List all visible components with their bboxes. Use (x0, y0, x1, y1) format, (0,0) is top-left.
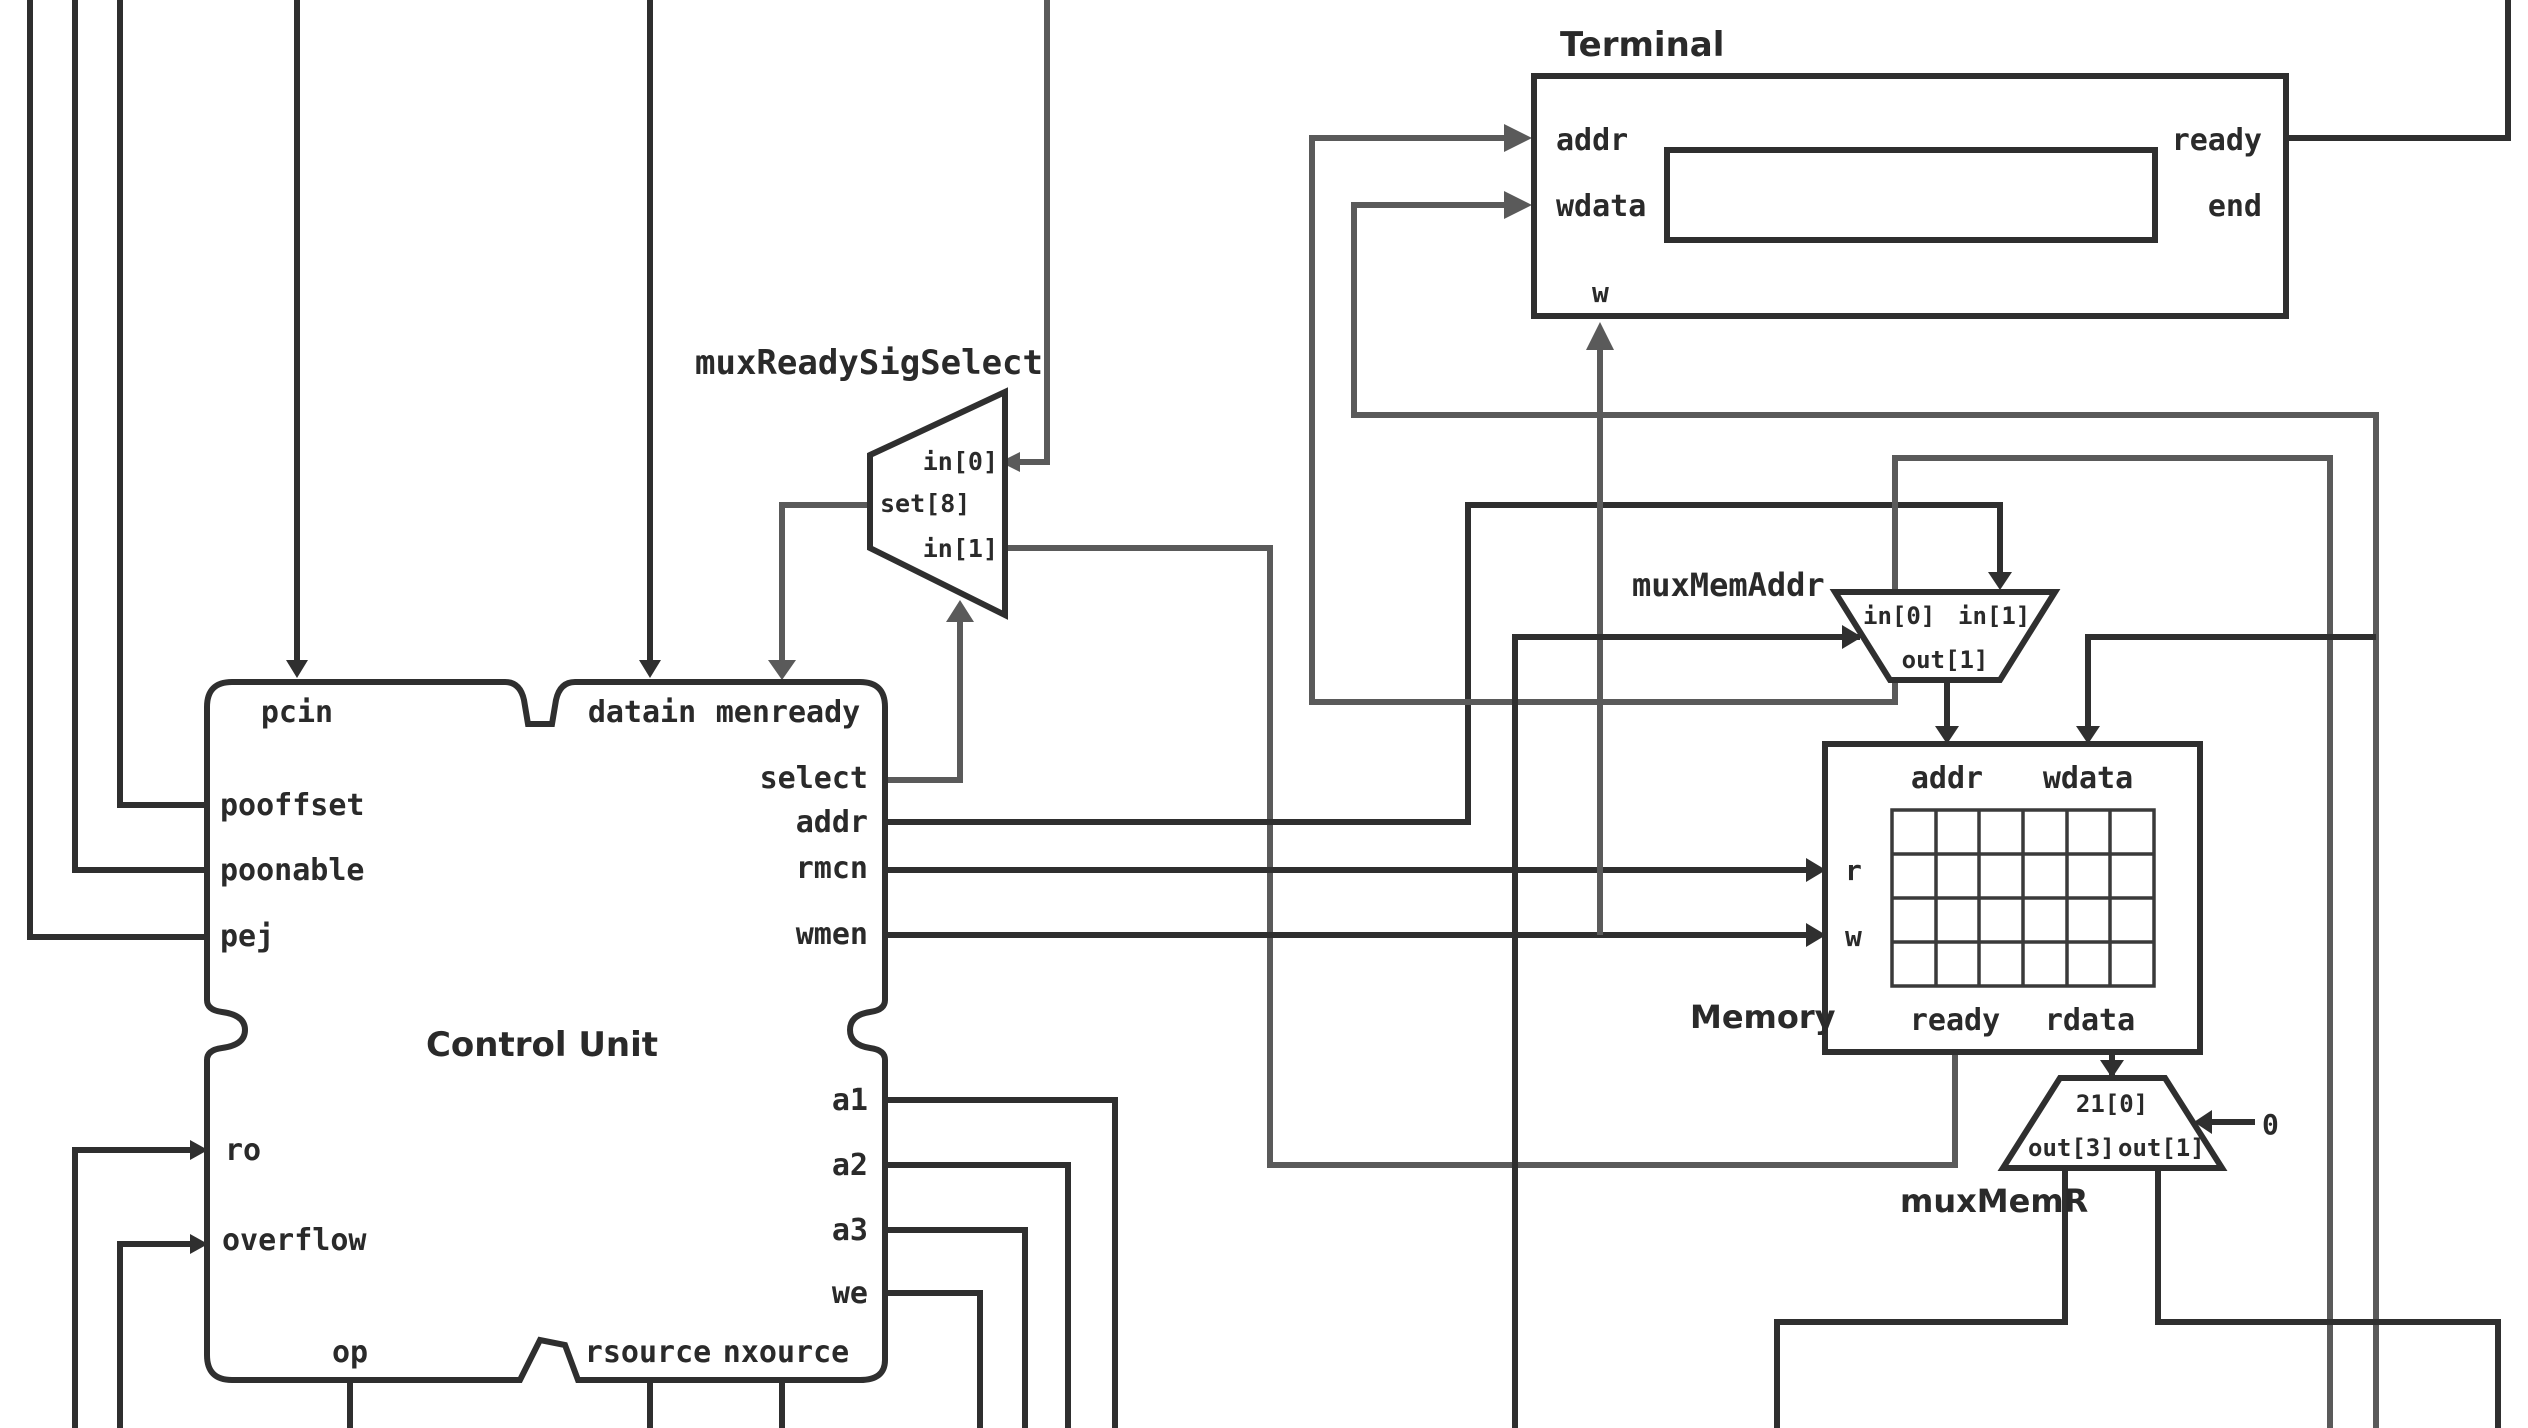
wire-ro (72, 1147, 190, 1428)
mux-ready-port-in1: in[1] (923, 534, 998, 563)
terminal-port-addr: addr (1556, 123, 1628, 158)
arrow-mem-w (1806, 923, 1826, 947)
terminal-port-end: end (2208, 189, 2262, 224)
mux-mem-r-port-out1: out[1] (2118, 1134, 2205, 1162)
mux-mem-r-port-out3: out[3] (2028, 1134, 2115, 1162)
memory-port-rdata: rdata (2045, 1003, 2135, 1038)
wire-mux-r-out1 (2155, 1168, 2501, 1428)
memory-grid (1890, 808, 2156, 988)
wire-terminal-wdata (1351, 202, 2379, 1428)
control-unit-shape (204, 679, 888, 1383)
cu-port-op: op (332, 1335, 368, 1370)
memory-port-ready: ready (1910, 1003, 2000, 1038)
wire-mem-wdata (2085, 634, 2376, 730)
mux-mem-r-constant: 0 (2262, 1108, 2279, 1141)
wire-bus-addr (1512, 634, 1860, 1428)
wire-terminal-ready (2286, 0, 2511, 141)
cu-port-select: select (760, 761, 868, 796)
mux-ready-sig-select[interactable]: muxReadySigSelect in[0] set[8] in[1] (695, 343, 1043, 620)
cu-port-pcin: pcin (261, 695, 333, 730)
memory-port-r: r (1845, 854, 1862, 887)
cu-port-ro: ro (225, 1133, 261, 1168)
cu-port-menready: menready (716, 695, 861, 730)
wire-mem-ready (1005, 545, 1958, 1168)
memory-port-wdata: wdata (2043, 761, 2133, 796)
cu-port-a1: a1 (832, 1083, 868, 1118)
arrow-pcin (286, 660, 308, 678)
arrow-overflow (190, 1234, 208, 1254)
cu-port-datain: datain (588, 695, 696, 730)
wire-cu-a3 (885, 1227, 1028, 1428)
wire-overflow (117, 1241, 190, 1428)
arrow-term-w (1586, 322, 1614, 350)
cu-port-addr: addr (796, 805, 868, 840)
arrow-mux-set (946, 600, 974, 622)
arrow-mux-r-in (2100, 1060, 2124, 1078)
mux-ready-port-set: set[8] (880, 489, 970, 518)
memory[interactable]: Memory addr wdata r w ready rdata (1690, 741, 2203, 1055)
wire-mux-ready-in0 (1020, 0, 1050, 465)
mux-mem-addr-port-out: out[1] (1902, 646, 1989, 674)
memory-port-w: w (1845, 920, 1862, 953)
control-unit[interactable]: Control Unit pcin datain menready pooffs… (204, 679, 888, 1383)
mux-mem-addr-port-in0: in[0] (1863, 602, 1935, 630)
mux-mem-addr-port-in1: in[1] (1958, 602, 2030, 630)
cu-port-pej: pej (220, 919, 274, 954)
arrow-mux-addr-in0 (1842, 625, 1862, 649)
wire-poonable (72, 0, 220, 873)
arrow-mem-wdata (2076, 726, 2100, 744)
mux-mem-r-title: muxMemR (1900, 1182, 2088, 1220)
mux-mem-r-shape (1997, 1075, 2228, 1171)
mux-mem-addr[interactable]: muxMemAddr in[0] in[1] out[1] (1632, 566, 2061, 683)
arrow-mux-in0 (1000, 452, 1020, 472)
cu-port-rmcn: rmcn (796, 851, 868, 886)
arrow-term-wdata (1504, 191, 1532, 219)
wire-cu-a2 (885, 1162, 1071, 1428)
wire-cu-select (885, 605, 963, 783)
cu-port-a3: a3 (832, 1213, 868, 1248)
arrow-mux-addr-in1 (1988, 572, 2012, 590)
arrow-menready (768, 660, 796, 680)
cu-port-nxource: nxource (723, 1335, 849, 1370)
cu-port-wmen: wmen (796, 917, 868, 952)
wire-cu-a1 (885, 1097, 1118, 1428)
mux-mem-addr-title: muxMemAddr (1632, 566, 1825, 604)
terminal-port-ready: ready (2172, 123, 2262, 158)
terminal[interactable]: Terminal addr wdata w ready end (1531, 25, 2289, 319)
wire-cu-addr (885, 502, 2003, 825)
arrowheads (190, 124, 2212, 1254)
cu-port-we: we (832, 1276, 868, 1311)
wire-pooffset (117, 0, 220, 808)
wire-mux-r-out3 (1774, 1168, 2068, 1428)
arrow-term-addr (1504, 124, 1532, 152)
mux-ready-title: muxReadySigSelect (695, 343, 1043, 383)
terminal-display (1664, 147, 2158, 243)
terminal-port-wdata: wdata (1556, 189, 1646, 224)
wire-cu-we (885, 1290, 983, 1428)
mux-mem-r-port-in: 21[0] (2076, 1090, 2148, 1118)
mux-ready-port-in0: in[0] (923, 447, 998, 476)
cu-port-pooffset: pooffset (220, 788, 365, 823)
arrow-mux-r-const (2194, 1110, 2212, 1134)
cu-port-poonable: poonable (220, 853, 365, 888)
control-unit-title: Control Unit (426, 1025, 658, 1065)
terminal-port-w: w (1592, 276, 1609, 309)
cu-port-overflow: overflow (222, 1223, 367, 1258)
terminal-title: Terminal (1560, 25, 1724, 65)
mux-mem-r[interactable]: muxMemR 21[0] out[3] out[1] 0 (1900, 1075, 2279, 1220)
wire-pej (27, 0, 220, 940)
mux-ready-shape (867, 387, 1008, 620)
arrow-mem-r (1806, 858, 1826, 882)
memory-title: Memory (1690, 998, 1836, 1036)
mux-mem-addr-shape (1829, 589, 2061, 683)
cu-port-a2: a2 (832, 1148, 868, 1183)
arrow-datain (639, 660, 661, 678)
cu-port-rsource: rsource (585, 1335, 711, 1370)
wire-mux-addr-in0 (1892, 455, 2333, 1428)
arrow-ro (190, 1140, 208, 1160)
wire-mux-ready-out (779, 502, 870, 660)
arrow-mem-addr (1935, 726, 1959, 744)
memory-port-addr: addr (1911, 761, 1983, 796)
